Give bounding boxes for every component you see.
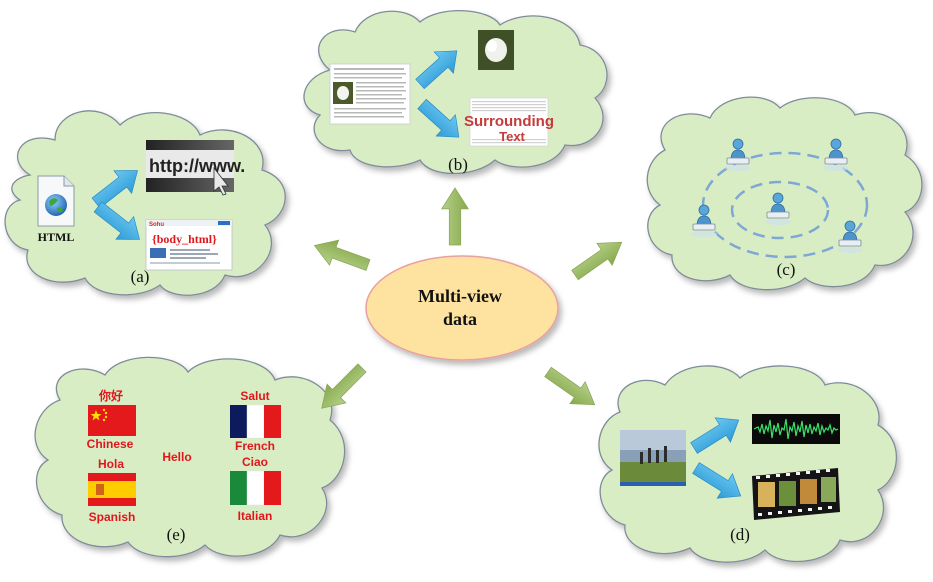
html-document-icon <box>37 175 75 227</box>
panel-c-label: (c) <box>777 260 796 279</box>
article-page-image <box>329 63 411 125</box>
panel-d: (d) <box>620 407 840 544</box>
html-label: HTML <box>38 230 75 244</box>
url-text: http://www. <box>149 156 245 176</box>
spain-flag <box>88 473 136 506</box>
inner-ring <box>730 180 830 240</box>
arrow-to-a <box>309 232 374 278</box>
webpage-screenshot: Sohu {body_html} <box>145 219 233 271</box>
ciao-word: Ciao <box>242 455 268 469</box>
surrounding-text-image: Surrounding Text <box>464 97 554 147</box>
url-bar-image: http://www. <box>146 140 245 196</box>
italian-label: Italian <box>238 509 273 523</box>
chinese-label: Chinese <box>87 437 134 451</box>
arrow-to-d <box>539 360 603 417</box>
body-html-tag: {body_html} <box>152 232 217 246</box>
flower-image <box>478 30 514 70</box>
center-title-line1: Multi-view <box>418 286 502 306</box>
hello-word: Hello <box>162 450 191 464</box>
arrow-to-b <box>441 187 469 246</box>
surrounding-word: Surrounding <box>464 113 554 130</box>
panel-b: Surrounding Text (b) <box>329 30 554 174</box>
text-word: Text <box>499 129 525 144</box>
italy-flag <box>230 470 281 506</box>
arrow-to-c <box>566 230 630 287</box>
china-flag <box>88 405 136 436</box>
site-name: Sohu <box>149 222 164 228</box>
audio-waveform-image <box>752 414 840 444</box>
panel-e-label: (e) <box>167 525 186 544</box>
video-frame-image <box>620 430 686 486</box>
panel-e: 你好 Chinese Salut French Hello Hola Spani… <box>87 388 281 544</box>
french-label: French <box>235 439 275 453</box>
panel-b-label: (b) <box>448 155 468 174</box>
salut-word: Salut <box>240 389 269 403</box>
hola-word: Hola <box>98 457 124 471</box>
film-strip-image <box>752 468 840 520</box>
panel-d-label: (d) <box>730 525 750 544</box>
chinese-word: 你好 <box>98 388 123 403</box>
france-flag <box>230 404 281 439</box>
panel-a-label: (a) <box>131 267 150 286</box>
center-node: Multi-view data <box>365 255 559 361</box>
panel-a: HTML http://www. Sohu {body_html} (a) <box>37 140 245 286</box>
panel-c: (c) <box>690 138 869 279</box>
center-title-line2: data <box>443 309 477 329</box>
spanish-label: Spanish <box>89 510 136 524</box>
